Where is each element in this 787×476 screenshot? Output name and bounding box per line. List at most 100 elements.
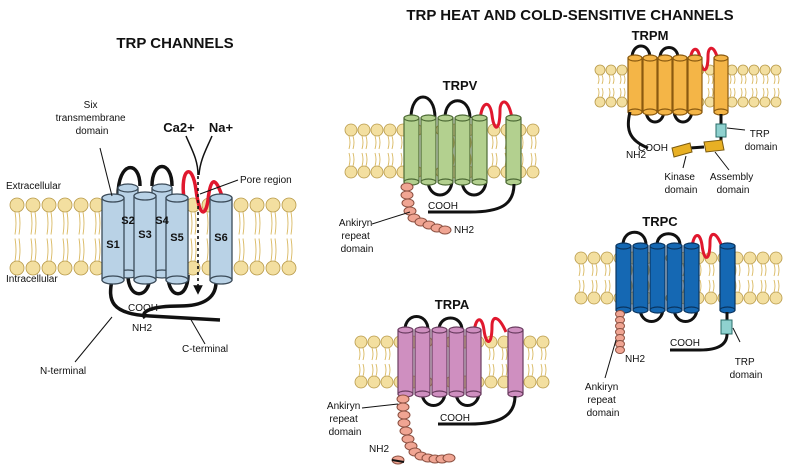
lipid-head	[9, 197, 25, 213]
trpa-ankyrin-pointer	[361, 403, 399, 409]
trpa-helix	[465, 326, 482, 398]
lipid-tail	[751, 263, 754, 277]
trpc-trp-domain	[720, 319, 733, 335]
lipid-head	[600, 251, 614, 265]
lipid-tail	[738, 263, 741, 277]
lipid-tail	[777, 263, 780, 277]
trpc-helix	[719, 242, 736, 314]
lipid-tail	[773, 87, 776, 98]
lipid-tail	[582, 263, 585, 277]
lipid-tail	[777, 87, 780, 98]
ankyrin-bead	[397, 418, 411, 428]
lipid-head	[73, 260, 89, 276]
trpm-helix	[627, 54, 643, 116]
lipid-tail	[274, 238, 277, 262]
lipid-tail	[254, 211, 257, 235]
lipid-tail	[391, 135, 394, 150]
lipid-head	[281, 260, 297, 276]
lipid-tail	[708, 263, 711, 277]
lipid-tail	[82, 211, 85, 235]
lipid-head	[57, 260, 73, 276]
lipid-tail	[501, 363, 504, 377]
lipid-head	[536, 335, 550, 349]
ankyrin-bead	[442, 453, 456, 463]
trpm-assembly-pointer	[714, 151, 730, 171]
lipid-tail	[362, 363, 365, 377]
trpv-helix	[403, 114, 420, 186]
six-tm-pointer	[99, 147, 113, 197]
trpc-helices	[615, 242, 736, 314]
lipid-tail	[712, 279, 715, 293]
trpc-ankyrin-pointer	[604, 339, 617, 379]
lipid-tail	[582, 279, 585, 293]
lipid-head	[616, 64, 628, 76]
trpv-c-tail	[428, 183, 516, 214]
trpv-helix	[471, 114, 488, 186]
lipid-tail	[361, 152, 364, 167]
lipid-tail	[601, 87, 604, 98]
na-arrow-line	[198, 135, 213, 176]
lipid-tail	[738, 279, 741, 293]
lipid-head	[587, 251, 601, 265]
lipid-tail	[194, 211, 197, 235]
lipid-head	[743, 291, 757, 305]
six-tm-line-2: transmembrane	[56, 113, 126, 124]
lipid-tail	[488, 347, 491, 361]
trpv-ankyrin-line-3: domain	[341, 244, 374, 255]
lipid-tail	[361, 135, 364, 150]
pore-region-label: Pore region	[240, 175, 292, 186]
lipid-head	[281, 197, 297, 213]
lipid-tail	[747, 263, 750, 277]
trpa-helix	[507, 326, 524, 398]
lipid-tail	[608, 263, 611, 277]
trpc-trp-pointer	[732, 327, 741, 343]
lipid-tail	[358, 363, 361, 377]
lipid-tail	[371, 363, 374, 377]
lipid-tail	[488, 363, 491, 377]
lipid-tail	[608, 279, 611, 293]
helix-s3	[133, 191, 157, 285]
lipid-tail	[766, 87, 769, 98]
trpv-pore-loop	[478, 100, 514, 129]
trpc-trp-domain-label: TRP domain	[730, 357, 763, 381]
extracellular-label: Extracellular	[6, 181, 62, 192]
lipid-tail	[699, 279, 702, 293]
lipid-head	[605, 64, 617, 76]
lipid-tail	[491, 135, 494, 150]
lipid-tail	[540, 363, 543, 377]
lipid-tail	[623, 74, 626, 85]
lipid-tail	[492, 363, 495, 377]
title-trp-channels: TRP CHANNELS	[116, 35, 233, 52]
lipid-head	[769, 251, 783, 265]
trpc-ankyrin-repeats	[615, 310, 625, 354]
lipid-tail	[601, 74, 604, 85]
trpm-kinase-line-2: domain	[665, 185, 698, 196]
trpm-trp-domain	[715, 123, 727, 138]
trpa-nh2-label: NH2	[369, 444, 389, 455]
lipid-tail	[384, 363, 387, 377]
lipid-head	[383, 123, 397, 137]
lipid-tail	[733, 74, 736, 85]
lipid-tail	[755, 87, 758, 98]
lipid-tail	[623, 87, 626, 98]
lipid-tail	[62, 238, 65, 262]
lipid-tail	[612, 74, 615, 85]
lipid-tail	[190, 238, 193, 262]
lipid-tail	[762, 74, 765, 85]
lipid-tail	[591, 263, 594, 277]
lipid-tail	[358, 347, 361, 361]
lipid-tail	[495, 135, 498, 150]
lipid-tail	[242, 238, 245, 262]
trpm-kinase-label: Kinase domain	[664, 172, 697, 196]
trpc-helix	[615, 242, 632, 314]
trpc-ankyrin-label: Ankiryn repeat domain	[585, 382, 621, 419]
lipid-head	[354, 335, 368, 349]
pore-pointer	[199, 179, 239, 195]
trpv-helix	[437, 114, 454, 186]
lipid-tail	[521, 152, 524, 167]
ankyrin-bead	[400, 190, 414, 200]
lipid-tail	[258, 238, 261, 262]
trpm-helix	[687, 54, 703, 116]
